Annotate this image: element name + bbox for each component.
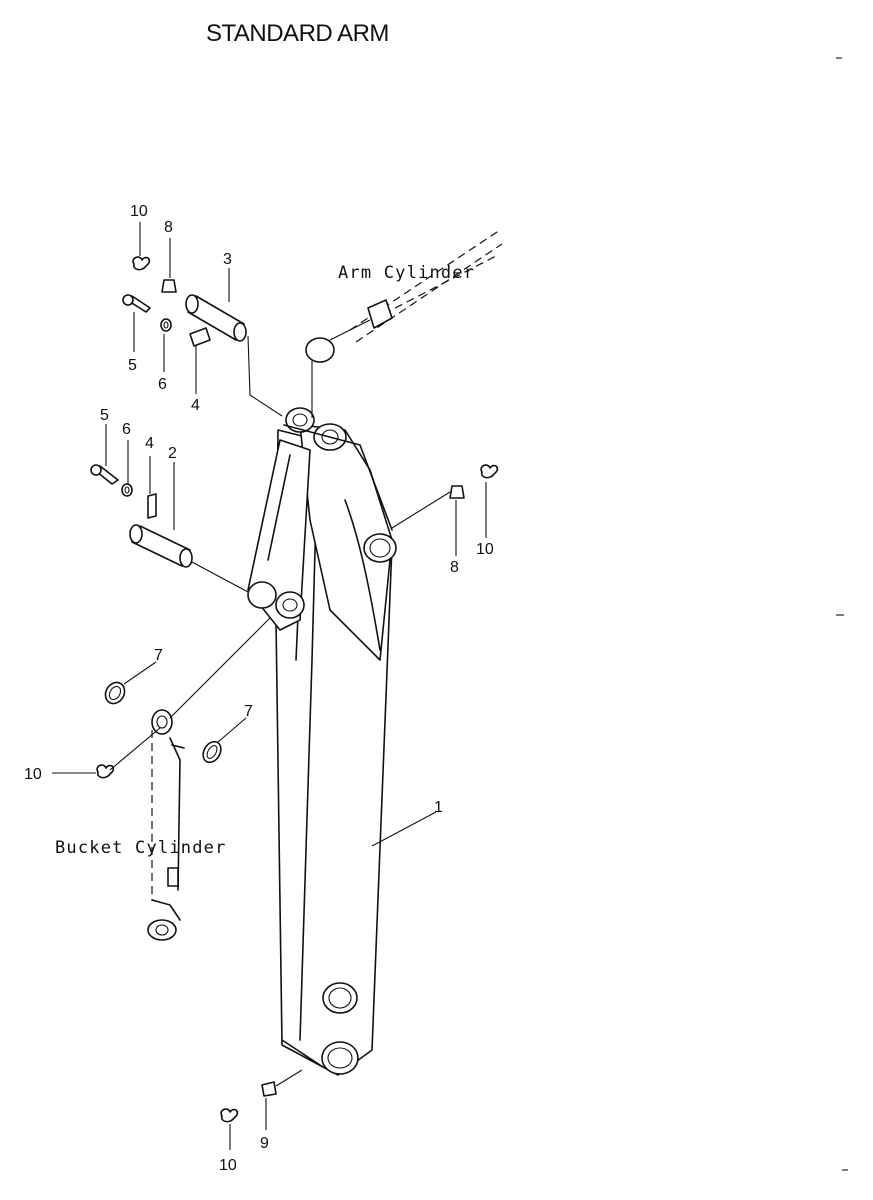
bolt-upper <box>122 294 151 313</box>
callout-4-upper: 4 <box>191 397 200 414</box>
bucket-cylinder-label: Bucket Cylinder <box>55 838 227 858</box>
shim-left <box>104 681 126 705</box>
callout-5-upper: 5 <box>128 357 137 374</box>
callout-10-top: 10 <box>130 203 148 220</box>
arm-body <box>247 407 397 1076</box>
arm-cylinder-label: Arm Cylinder <box>338 263 475 283</box>
cap-left <box>96 727 161 779</box>
washer-lower <box>121 483 133 497</box>
pin-lower <box>129 524 249 593</box>
bolt-lower <box>90 464 119 485</box>
callout-7-left: 7 <box>154 647 163 664</box>
grease-fitting-top <box>161 279 177 293</box>
callout-7-right: 7 <box>244 703 253 720</box>
cap-top <box>132 256 151 271</box>
callout-2: 2 <box>168 445 177 462</box>
grease-fitting-bottom <box>261 1069 303 1097</box>
cap-bottom <box>220 1108 239 1123</box>
callout-6-upper: 6 <box>158 376 167 393</box>
callout-8-top: 8 <box>164 219 173 236</box>
callout-9: 9 <box>260 1135 269 1152</box>
grease-fitting-right <box>391 485 465 529</box>
shim-right <box>202 740 222 764</box>
callout-5-lower: 5 <box>100 407 109 424</box>
callout-3: 3 <box>223 251 232 268</box>
pin-upper <box>185 294 283 417</box>
leader-lines <box>52 222 487 1150</box>
callout-10-left: 10 <box>24 766 42 783</box>
callout-10-right: 10 <box>476 541 494 558</box>
callout-1: 1 <box>434 799 443 816</box>
callout-4-lower: 4 <box>145 435 154 452</box>
callout-10-bottom: 10 <box>219 1157 237 1174</box>
washer-upper <box>160 318 172 332</box>
arm-cylinder <box>305 229 503 418</box>
cap-right <box>480 464 499 479</box>
callout-6-lower: 6 <box>122 421 131 438</box>
diagram-title: STANDARD ARM <box>206 20 389 47</box>
callout-8-right: 8 <box>450 559 459 576</box>
lock-plate-upper <box>189 327 211 347</box>
bucket-cylinder <box>147 617 271 941</box>
lock-plate-lower <box>147 493 157 519</box>
